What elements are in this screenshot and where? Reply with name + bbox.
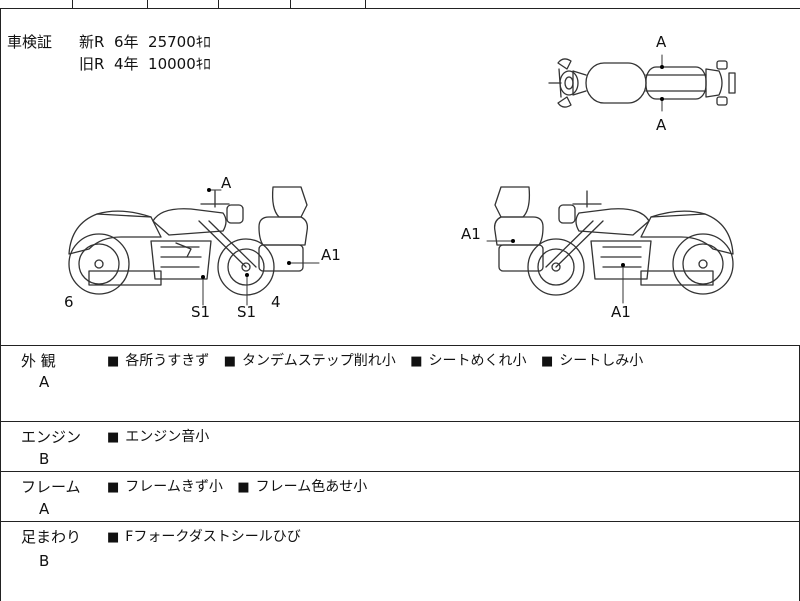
mark-top-front: A <box>656 33 667 51</box>
header-cell <box>218 0 219 8</box>
section-title: エンジン <box>21 428 82 446</box>
registration-row-new: 新R 6年 25700ｷﾛ <box>79 33 211 51</box>
section-grade: A <box>39 373 50 391</box>
mark-left-rear: 4 <box>271 293 281 311</box>
condition-item: タンデムステップ削れ小 <box>242 353 396 369</box>
section-frame: フレーム A ■ フレームきず小 ■ フレーム色あせ小 <box>0 471 800 522</box>
mark-left-s1-b: S1 <box>237 303 257 321</box>
section-items: ■ Fフォークダストシールひび <box>107 526 311 546</box>
section-engine: エンジン B ■ エンジン音小 <box>0 421 800 472</box>
right-side-motorcycle <box>486 186 734 304</box>
condition-item: エンジン音小 <box>125 429 210 445</box>
condition-item: フレームきず小 <box>125 479 223 495</box>
mark-left-front: 6 <box>64 293 74 311</box>
header-strip <box>0 0 800 9</box>
bullet-square-icon: ■ <box>107 480 120 495</box>
condition-item: シートしみ小 <box>559 353 644 369</box>
mark-left-s1-a: S1 <box>191 303 211 321</box>
section-items: ■ エンジン音小 <box>107 426 219 446</box>
diagram-area: 車検証 新R 6年 25700ｷﾛ 旧R 4年 10000ｷﾛ <box>0 9 800 345</box>
section-grade: B <box>39 450 50 468</box>
condition-item: フレーム色あせ小 <box>255 479 368 495</box>
section-suspension: 足まわり B ■ Fフォークダストシールひび <box>0 521 800 601</box>
left-side-motorcycle <box>68 186 320 306</box>
section-title: 外 観 <box>21 352 56 370</box>
condition-item: シートめくれ小 <box>428 353 527 369</box>
section-items: ■ フレームきず小 ■ フレーム色あせ小 <box>107 476 377 496</box>
section-grade: A <box>39 500 50 518</box>
registration-label: 車検証 <box>7 33 53 51</box>
header-cell <box>365 0 366 8</box>
condition-item: 各所うすきず <box>125 353 210 369</box>
mark-left-box: A1 <box>321 246 341 264</box>
bullet-square-icon: ■ <box>107 530 120 545</box>
bullet-square-icon: ■ <box>223 354 237 369</box>
section-grade: B <box>39 552 50 570</box>
header-cell <box>290 0 291 8</box>
top-view-motorcycle <box>548 54 736 112</box>
bullet-square-icon: ■ <box>540 354 554 369</box>
section-title: 足まわり <box>21 528 82 546</box>
header-cell <box>147 0 148 8</box>
header-cell <box>72 0 73 8</box>
section-exterior: 外 観 A ■ 各所うすきず ■ タンデムステップ削れ小 ■ シートめくれ小 ■ シート… <box>0 345 800 422</box>
mark-right-box: A1 <box>461 225 481 243</box>
bullet-square-icon: ■ <box>237 480 250 495</box>
bullet-square-icon: ■ <box>107 430 120 445</box>
mark-top-rear: A <box>656 116 667 134</box>
registration-row-old: 旧R 4年 10000ｷﾛ <box>79 55 211 73</box>
mark-right-frame: A1 <box>611 303 631 321</box>
mark-left-mirror: A <box>221 174 232 192</box>
bullet-square-icon: ■ <box>410 354 423 369</box>
section-items: ■ 各所うすきず ■ タンデムステップ削れ小 ■ シートめくれ小 ■ シートしみ小 <box>107 350 653 370</box>
section-title: フレーム <box>21 478 81 496</box>
motorcycle-diagrams <box>68 54 736 306</box>
bullet-square-icon: ■ <box>107 354 120 369</box>
condition-item: Fフォークダストシールひび <box>125 529 301 545</box>
